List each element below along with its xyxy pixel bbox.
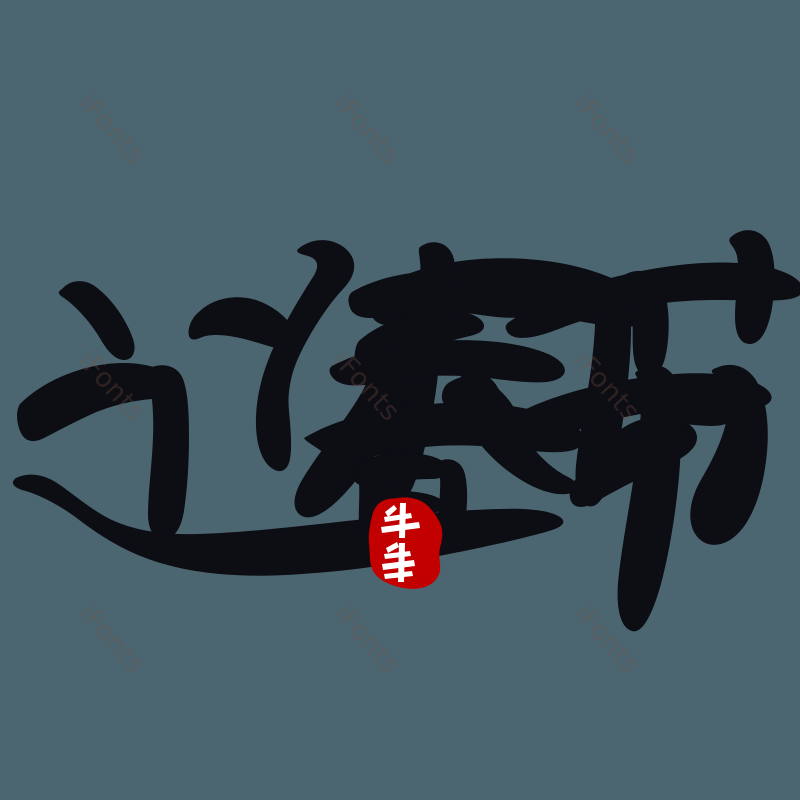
seal-glyph-nian [382, 542, 415, 582]
character-chun [294, 242, 585, 555]
seal-glyph-niu [381, 503, 420, 538]
character-jie [505, 230, 800, 632]
seal-stamp [368, 497, 443, 589]
